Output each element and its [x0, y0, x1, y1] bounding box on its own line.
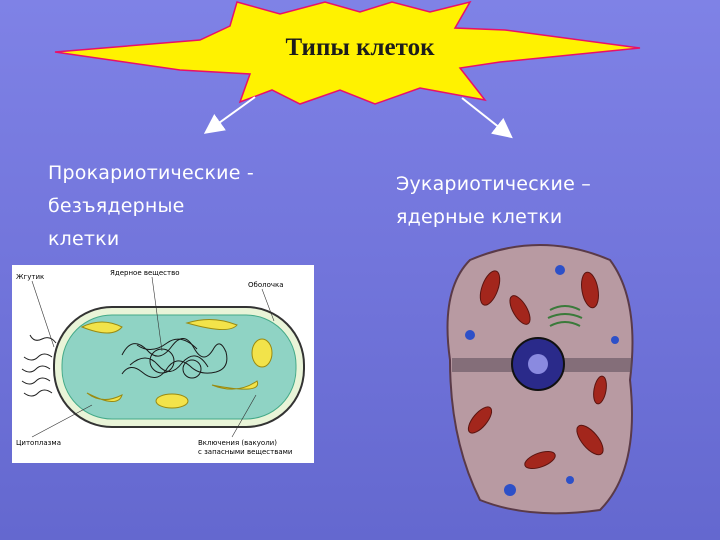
prokaryote-label: Прокариотические - безъядерные клетки	[48, 157, 368, 256]
nucleolus	[528, 354, 548, 374]
eukaryote-label-line: ядерные клетки	[396, 206, 563, 228]
nuclear-substance	[121, 338, 228, 379]
prokaryote-label-line: Прокариотические -	[48, 162, 254, 184]
flagella	[21, 334, 57, 397]
golgi	[547, 305, 583, 327]
left-arrow	[203, 96, 256, 134]
eukaryote-label: Эукариотические – ядерные клетки	[396, 168, 716, 234]
label-nuclear-substance: Ядерное вещество	[110, 269, 180, 277]
inclusions	[80, 319, 273, 409]
prokaryote-label-line: безъядерные	[48, 195, 185, 217]
branch-arrows	[203, 96, 513, 139]
slide-title: Типы клеток	[285, 34, 435, 61]
eukaryote-label-line: Эукариотические –	[396, 173, 591, 195]
label-flagellum: Жгутик	[16, 273, 44, 281]
title-starburst	[54, 0, 641, 105]
label-envelope: Оболочка	[248, 281, 284, 289]
right-arrow	[461, 97, 513, 139]
label-cytoplasm: Цитоплазма	[16, 439, 61, 447]
mitochondria	[467, 270, 607, 470]
eukaryote-cell-illustration	[446, 244, 634, 515]
leader-lines	[31, 276, 275, 438]
prokaryote-label-line: клетки	[48, 228, 120, 250]
prokaryote-cell-illustration: Жгутик Ядерное вещество Оболочка Цитопла…	[16, 269, 305, 456]
prokaryote-diagram: Жгутик Ядерное вещество Оболочка Цитопла…	[12, 265, 314, 463]
vesicles	[465, 265, 619, 496]
label-inclusions-2: с запасными веществами	[198, 448, 292, 456]
label-inclusions-1: Включения (вакуоли)	[198, 439, 277, 447]
